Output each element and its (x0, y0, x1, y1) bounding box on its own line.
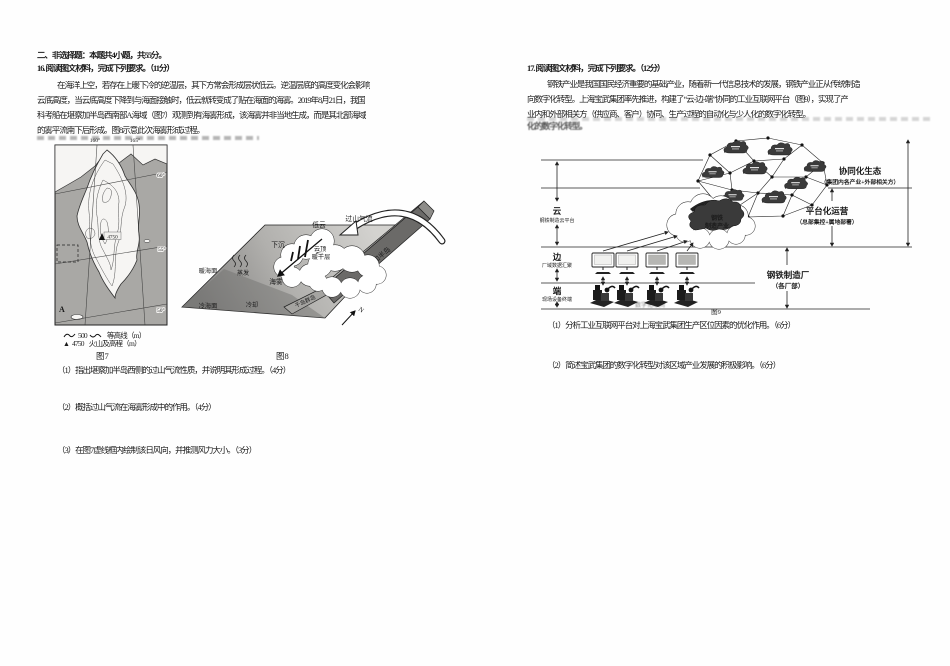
volcano-triangle-icon (99, 233, 105, 240)
legend-contour-value: 500 (78, 331, 88, 340)
right-span-arrows (784, 139, 911, 309)
platform-ops-label: 平台化运营 (806, 206, 849, 216)
q16-question: （3）在图7虚线框内绘制该日风向，并推测风力大小。（3分） (57, 446, 257, 455)
fig9-caption: 图9 (711, 308, 721, 315)
tier-cloud-sublabel: 钢铁制造云平台 (540, 217, 575, 224)
q17-title: 17. 阅读图文材料，完成下列要求。（12分） (527, 64, 665, 73)
q16-question: （1）指出堪察加半岛西侧的过山气流性质，并说明其形成过程。（4分） (57, 366, 291, 375)
tier-end-sublabel: 现场设备终端 (542, 296, 572, 303)
q16-para-line: 的雾平流南下后形成。图8示意此次海雾形成过程。 (37, 126, 205, 135)
dashed-wind-box (56, 244, 79, 263)
legend-volcano-row: ▲ 4750 火山及高程（m） (63, 340, 141, 347)
monitor-icon (591, 252, 615, 275)
q16-para-line: 云底高度，当云底高度下降到与海面接触时，低云就转变成了贴在海面的海雾。2019年… (37, 96, 365, 105)
volcano-symbol-icon: ▲ (63, 340, 70, 347)
evaporation-label: 蒸发 (237, 269, 249, 277)
tier-edge-label: 边 (552, 252, 562, 262)
island (143, 239, 151, 243)
legend-contour-label: 等高线（m） (106, 331, 146, 340)
evaporation-steam-icon (232, 254, 248, 268)
tier-end-label: 端 (553, 286, 562, 296)
fig9-diagram: 云 钢铁制造云平台 边 厂域数据汇聚 端 现场设备终端 协同化生态 （集团内各产… (540, 136, 912, 315)
lat-label: 55° (158, 246, 166, 253)
curved-over-mountain-arrow (338, 209, 446, 245)
lon-label: 160° (90, 137, 100, 144)
lat-label: 60° (157, 172, 165, 179)
contour-lines (85, 159, 127, 287)
legend-volcano-value: 4750 (71, 340, 85, 347)
central-cloud-label-1: 钢铁 (711, 214, 723, 222)
lat-label: 50° (157, 307, 165, 314)
print-ghost-smudge (37, 136, 259, 140)
workshop-ghost-label: 数字化车间 (635, 301, 665, 309)
ghost-text: 化的数字化转型。 (527, 121, 588, 131)
fig7-map: 4750 A 60° 55° 50° 160° 165° (54, 137, 168, 326)
volcano-marker: 4750 (99, 231, 122, 240)
steel-plant-sublabel: （各厂部） (772, 281, 805, 290)
sink-arrows (277, 238, 323, 277)
over-mountain-flow-label: 过山气流 (345, 214, 372, 223)
volcano-elevation: 4750 (107, 234, 118, 240)
cooling-label: 冷却 (246, 301, 258, 309)
contour-symbol-icon (89, 333, 102, 337)
cloud-top-label: 云顶 (314, 246, 326, 253)
q17-para-line: 钢铁产业是我国国民经济重要的基础产业，随着新一代信息技术的发展，钢铁产业正从传统… (547, 80, 860, 89)
q16-question: （2）概括过山气流在海雾形成中的作用。（4分） (57, 403, 216, 412)
sea-area-a-label: A (59, 305, 65, 314)
warm-dry-layer-label: 暖干层 (312, 253, 331, 261)
warm-sea-label: 暖海面 (199, 267, 218, 275)
machine-icon (589, 284, 616, 308)
sink-label: 下沉 (271, 241, 285, 249)
ecosystem-sublabel: （集团内各产业+外部相关方） (821, 178, 900, 186)
fig8-caption: 图8 (276, 351, 289, 361)
monitor-machine-arrows (600, 276, 690, 286)
q16-para-line: 科考船在堪察加半岛西南部A海域（图7）观测到有海雾形成，该海雾并非当地生成，而是… (37, 111, 366, 120)
tier-edge-sublabel: 厂域数据汇聚 (542, 262, 572, 269)
q17-para-line: 业内和外部相关方（供应商、客户）协同、生产过程的自动化与少人化的数字化转型。 (527, 110, 811, 119)
legend-contour-row: 500 等高线（m） (63, 330, 146, 341)
steel-cloud-icon (688, 198, 745, 231)
lon-label: 165° (130, 137, 140, 144)
q16-title: 16. 阅读图文材料，完成下列要求。（11分） (37, 64, 174, 73)
legend-volcano-label: 火山及高程（m） (88, 340, 141, 347)
section-header: 二、非选择题：本题共4小题，共55分。 (37, 51, 166, 60)
graticule (55, 145, 167, 325)
north-arrow: N (341, 306, 365, 326)
central-cloud-label-2: 制造产业 (705, 222, 729, 230)
q17-para-line: 向数字化转型。上海宝武集团率先推进，构建了“云-边-端”协同的工业互联网平台（图… (527, 95, 848, 104)
steel-plant-label: 钢铁制造厂 (767, 270, 810, 280)
monitor-icon (615, 252, 639, 275)
ecosystem-label: 协同化生态 (839, 166, 882, 176)
contour-symbol-icon (63, 333, 76, 337)
kamchatka-peninsula (76, 149, 140, 300)
edge-monitors (591, 252, 699, 275)
fig8-diagram: 堪察加半岛 千岛群岛 (181, 200, 446, 326)
tier-boundary-lines (541, 159, 912, 310)
central-cloud: 钢铁 制造产业 (666, 192, 759, 250)
north-label: N (357, 306, 365, 315)
fig7-caption: 图7 (96, 351, 109, 361)
monitor-cloud-arrows (602, 230, 694, 252)
cold-sea-label: 冷海面 (199, 302, 218, 310)
machine-icon (673, 284, 700, 308)
q17-question: （2）简述宝武集团的数字化转型对该区域产业发展的积极影响。（6分） (547, 361, 781, 370)
q16-para-line: 在海洋上空，若存在上暖下冷的逆温层，其下方常会形成层状低云。逆温层底的高度变化会… (57, 81, 370, 90)
q17-question: （1）分析工业互联网平台对上海宝武集团生产区位因素的优化作用。（6分） (547, 321, 796, 330)
print-ghost-smudge (527, 117, 932, 121)
platform-ops-sublabel: （总部集控+属地部署） (796, 218, 857, 226)
low-cloud-label: 低云 (312, 220, 326, 229)
tier-cloud-label: 云 (553, 206, 562, 216)
sea-fog-label: 海雾 (269, 277, 283, 286)
